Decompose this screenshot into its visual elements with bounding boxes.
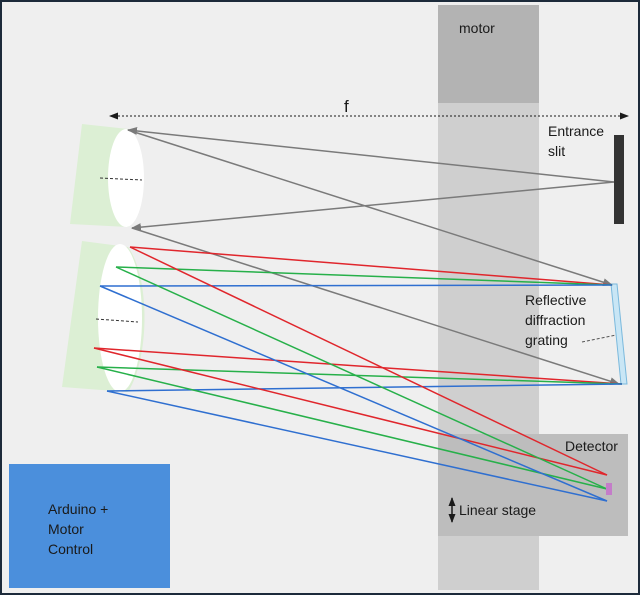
motor-block xyxy=(438,5,539,103)
gray-ray xyxy=(127,126,615,183)
grating-label-line1: Reflective xyxy=(525,292,587,308)
green-ray xyxy=(96,366,623,385)
detector-label: Detector xyxy=(565,438,618,454)
controller-label-line2: Motor xyxy=(48,521,84,537)
focusing-mirror-surface xyxy=(98,244,142,392)
entrance-slit-label-line2: slit xyxy=(548,143,565,159)
diffraction-grating xyxy=(610,283,628,385)
collimating-mirror-surface xyxy=(108,129,144,227)
collimating-mirror-axis xyxy=(99,177,143,181)
blue-ray xyxy=(99,285,608,502)
blue-ray xyxy=(99,284,613,287)
controller-box xyxy=(9,464,170,588)
grating-leader xyxy=(581,334,617,343)
grating-label-line2: diffraction xyxy=(525,312,585,328)
grating-label-line3: grating xyxy=(525,332,568,348)
green-ray xyxy=(115,266,608,490)
controller-label-line1: Arduino + xyxy=(48,501,108,517)
focusing-mirror-axis xyxy=(95,318,139,323)
entrance-slit-label-line1: Entrance xyxy=(548,123,604,139)
motor-label: motor xyxy=(459,20,495,36)
gray-ray xyxy=(131,181,615,232)
blue-ray xyxy=(106,390,608,502)
green-ray xyxy=(115,266,613,286)
linear-stage-label: Linear stage xyxy=(459,502,536,518)
green-ray xyxy=(96,366,608,490)
red-ray xyxy=(93,347,623,385)
focused-rays xyxy=(93,246,608,502)
red-ray xyxy=(93,347,608,476)
entrance-slit xyxy=(614,135,624,224)
red-ray xyxy=(129,246,608,476)
red-ray xyxy=(129,246,613,286)
controller-label-line3: Control xyxy=(48,541,93,557)
detector-sensor xyxy=(606,483,612,495)
focal-length-label: f xyxy=(344,97,349,116)
gray-ray xyxy=(127,129,613,287)
